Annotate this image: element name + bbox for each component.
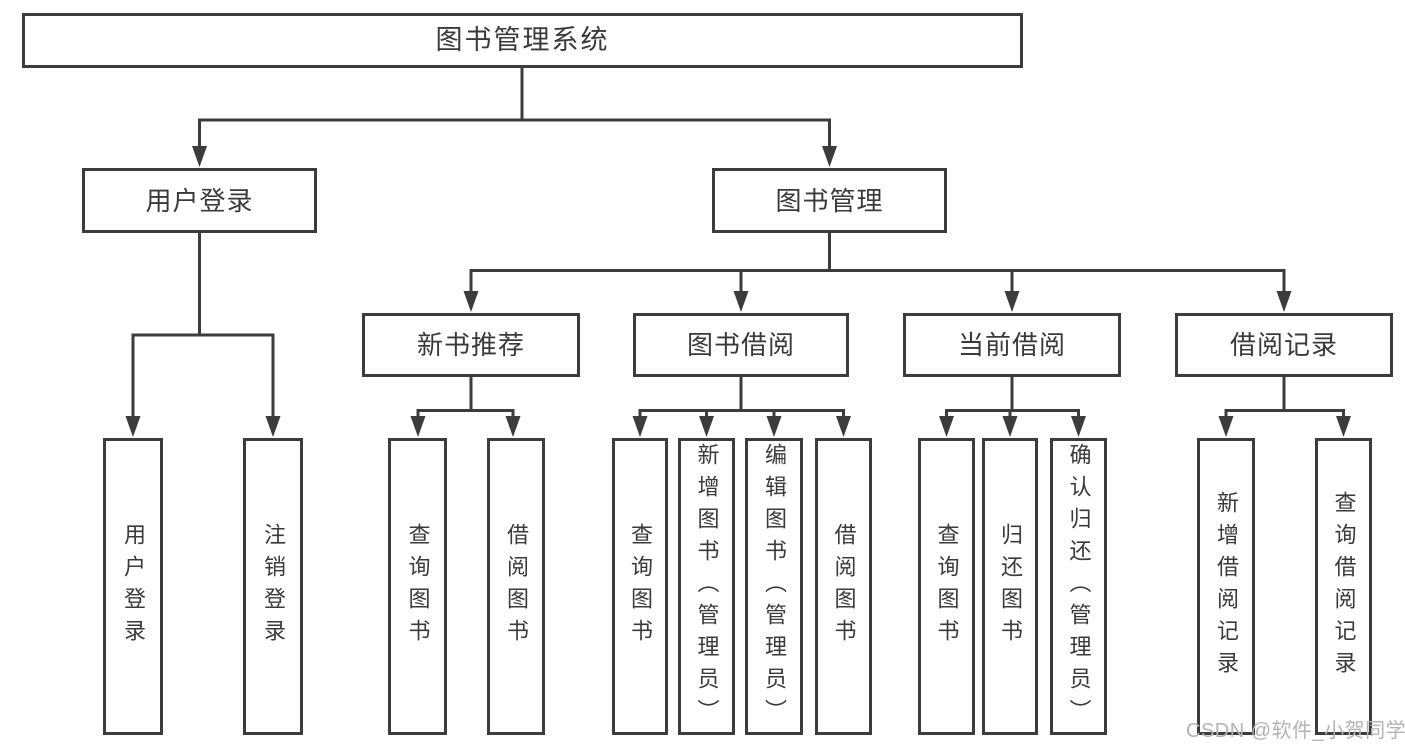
node-user-login-label: 用户登录: [145, 185, 254, 216]
watermark: CSDN @软件_小贺同学: [1186, 720, 1405, 742]
leaf-user-login-label: 用户登录: [121, 522, 146, 651]
node-book-borrow-label: 图书借阅: [686, 330, 795, 360]
leaf-recommend-borrow-books-label: 借阅图书: [504, 522, 529, 651]
leaf-borrow-query-books: 查询图书: [612, 438, 668, 735]
leaf-add-books-admin: 新增图书（管理员）: [678, 438, 735, 735]
leaf-return-books-label: 归还图书: [998, 522, 1023, 651]
node-current-borrow: 当前借阅: [903, 313, 1121, 377]
leaf-edit-books-admin-label: 编辑图书（管理员）: [762, 442, 787, 731]
leaf-confirm-return-admin: 确认归还（管理员）: [1050, 438, 1107, 735]
leaf-confirm-return-admin-label: 确认归还（管理员）: [1066, 442, 1092, 731]
leaf-user-login: 用户登录: [103, 438, 163, 735]
node-borrow-records: 借阅记录: [1175, 313, 1393, 377]
node-current-borrow-label: 当前借阅: [957, 330, 1066, 360]
node-root: 图书管理系统: [22, 13, 1023, 68]
leaf-borrow-books-label: 借阅图书: [831, 522, 857, 651]
leaf-recommend-query-books: 查询图书: [388, 438, 447, 735]
leaf-add-borrow-record: 新增借阅记录: [1197, 438, 1255, 735]
node-new-book-recommend-label: 新书推荐: [416, 330, 525, 360]
leaf-borrow-books: 借阅图书: [815, 438, 872, 735]
node-root-label: 图书管理系统: [435, 25, 610, 55]
leaf-borrow-query-books-label: 查询图书: [628, 522, 653, 651]
node-new-book-recommend: 新书推荐: [362, 313, 580, 377]
leaf-return-books: 归还图书: [982, 438, 1038, 735]
leaf-logout: 注销登录: [243, 438, 303, 735]
leaf-edit-books-admin: 编辑图书（管理员）: [745, 438, 803, 735]
node-book-management: 图书管理: [712, 168, 947, 233]
leaf-query-borrow-record: 查询借阅记录: [1315, 438, 1372, 735]
node-user-login: 用户登录: [82, 168, 317, 233]
node-borrow-records-label: 借阅记录: [1229, 330, 1338, 360]
leaf-logout-label: 注销登录: [261, 522, 286, 651]
leaf-recommend-query-books-label: 查询图书: [405, 522, 431, 651]
leaf-current-query-books: 查询图书: [918, 438, 975, 735]
leaf-current-query-books-label: 查询图书: [934, 522, 960, 651]
leaf-add-books-admin-label: 新增图书（管理员）: [694, 442, 720, 731]
leaf-add-borrow-record-label: 新增借阅记录: [1214, 490, 1239, 683]
leaf-recommend-borrow-books: 借阅图书: [487, 438, 545, 735]
leaf-query-borrow-record-label: 查询借阅记录: [1331, 490, 1357, 683]
node-book-borrow: 图书借阅: [633, 313, 849, 377]
node-book-management-label: 图书管理: [775, 185, 884, 216]
